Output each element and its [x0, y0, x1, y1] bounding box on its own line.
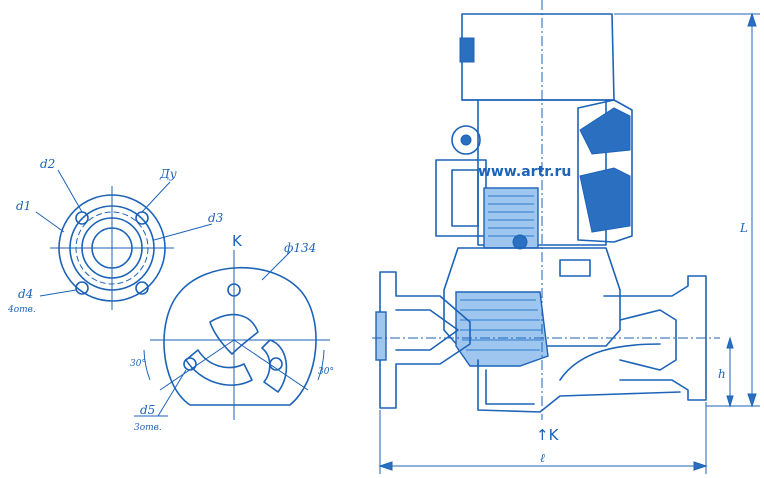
- label-d1: d1: [16, 199, 31, 213]
- label-angle-left: 30°: [130, 359, 146, 369]
- label-d5-holes: 3отв.: [134, 423, 162, 433]
- label-du: Ду: [159, 167, 177, 181]
- label-d2: d2: [40, 157, 55, 171]
- watermark: www.artr.ru: [478, 164, 571, 180]
- label-dim-L: L: [739, 221, 748, 235]
- label-dim-h: h: [718, 367, 726, 381]
- label-phi134: ф134: [284, 241, 316, 255]
- label-view-k: K: [232, 232, 243, 250]
- label-angle-right: 30°: [318, 367, 334, 377]
- label-d3: d3: [208, 211, 224, 225]
- pump-side-view: [372, 0, 760, 474]
- label-d4: d4: [18, 287, 33, 301]
- label-dim-l: ℓ: [540, 451, 545, 465]
- label-d5: d5: [140, 403, 155, 417]
- base-view: [134, 250, 330, 420]
- label-arrow-k: ↑K: [536, 426, 560, 444]
- flange-view: [35, 169, 213, 310]
- label-d4-holes: 4отв.: [7, 305, 36, 315]
